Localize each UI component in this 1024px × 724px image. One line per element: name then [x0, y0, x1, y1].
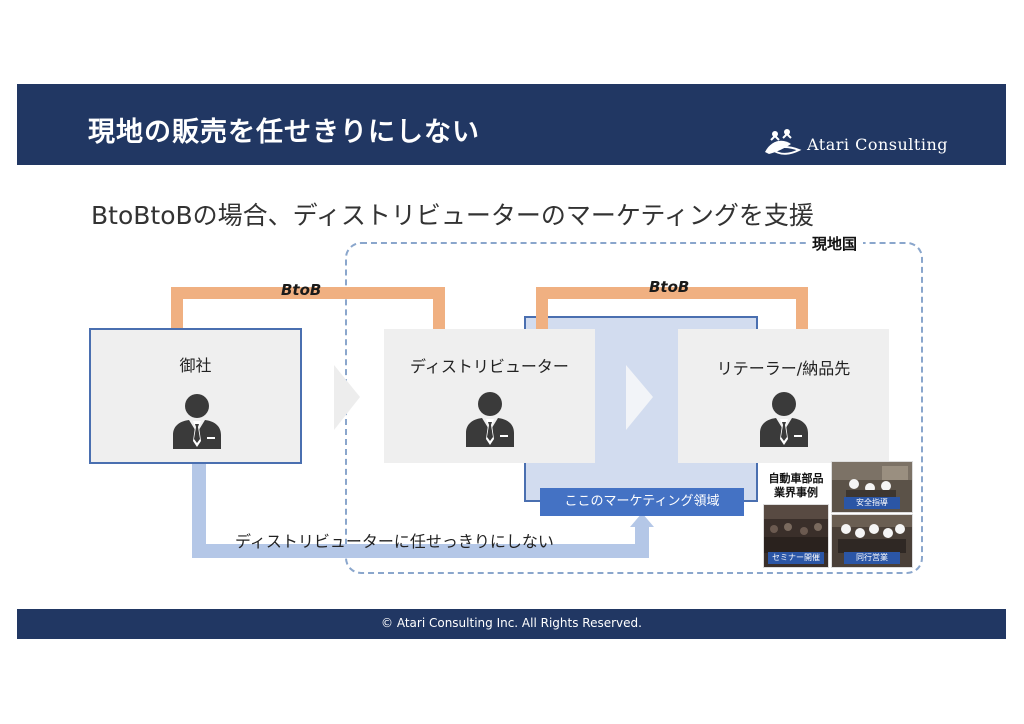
footer-bar: © Atari Consulting Inc. All Rights Reser…: [17, 609, 1006, 639]
logo-mark-icon: [765, 129, 802, 155]
case-study-title: 自動車部品 業界事例: [762, 472, 830, 500]
return-arrow-line: [192, 464, 649, 558]
businessman-icon: [173, 394, 221, 449]
copyright-text: © Atari Consulting Inc. All Rights Reser…: [381, 616, 642, 630]
photo-caption: 同行営業: [844, 552, 900, 564]
bottom-message: ディストリビューターに任せっきりにしない: [235, 532, 554, 551]
btob-label-2: BtoB: [649, 278, 690, 296]
node-distributor: ディストリビューター: [384, 329, 595, 463]
node-retailer: リテーラー/納品先: [678, 329, 889, 463]
marketing-area-label: ここのマーケティング領域: [540, 488, 744, 516]
businessman-icon: [466, 392, 514, 447]
flow-chevron-1: [334, 365, 360, 430]
case-photo-seminar: セミナー開催: [763, 504, 829, 568]
btob-connector-1: [171, 287, 445, 330]
header-bar: 現地の販売を任せきりにしない Atari Consulting: [17, 84, 1006, 165]
node-label: ディストリビューター: [410, 357, 569, 376]
case-title-line-2: 業界事例: [774, 486, 818, 499]
region-label: 現地国: [806, 233, 864, 254]
page-title: 現地の販売を任せきりにしない: [88, 117, 480, 148]
node-label: 御社: [179, 356, 212, 375]
case-photo-safety: 安全指導: [831, 461, 913, 513]
btob-label-1: BtoB: [281, 281, 322, 299]
flow-chevron-2: [626, 365, 653, 430]
photo-caption: 安全指導: [844, 497, 900, 509]
logo-text: Atari Consulting: [807, 135, 948, 154]
case-title-line-1: 自動車部品: [768, 472, 824, 485]
businessman-icon: [760, 392, 808, 447]
slide-subtitle: BtoBtoBの場合、ディストリビューターのマーケティングを支援: [91, 201, 814, 230]
node-label: リテーラー/納品先: [716, 359, 851, 378]
node-our-company: 御社: [89, 328, 302, 464]
return-arrow-head: [630, 513, 654, 527]
btob-connector-2: [536, 287, 808, 330]
case-photo-sales: 同行営業: [831, 514, 913, 568]
photo-caption: セミナー開催: [768, 552, 824, 564]
